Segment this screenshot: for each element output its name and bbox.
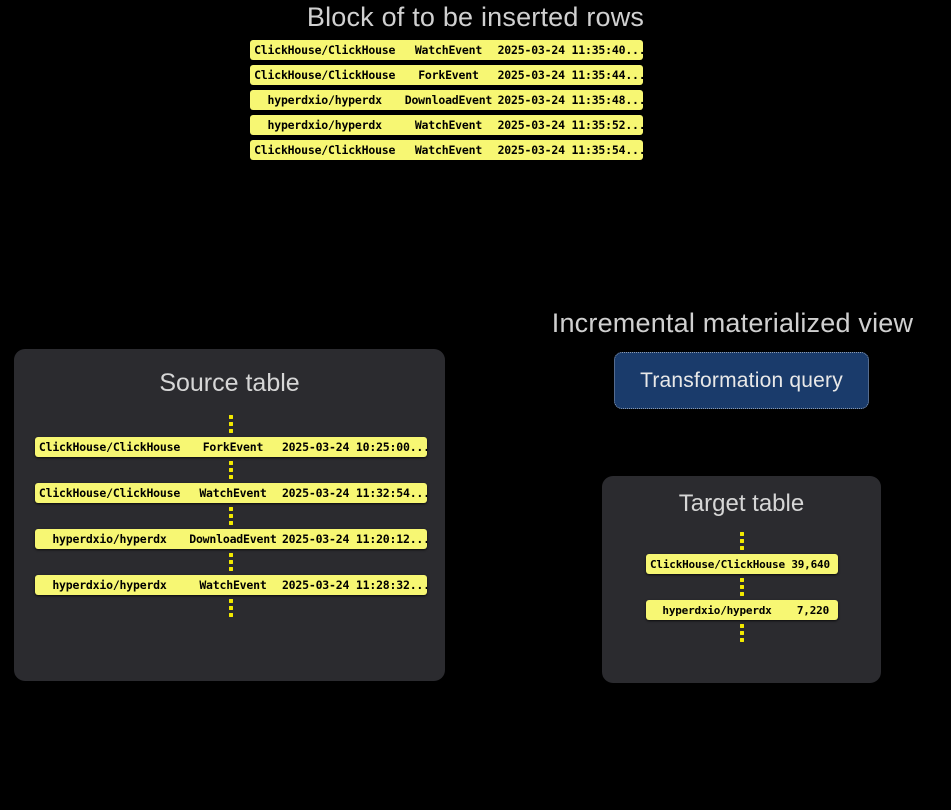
cell-timestamp: 2025-03-24 11:35:40	[497, 43, 626, 57]
materialized-view-title: Incremental materialized view	[551, 308, 914, 338]
cell-event: WatchEvent	[414, 143, 483, 157]
cell-event: WatchEvent	[199, 578, 267, 592]
cell-repo: hyperdxio/hyperdx	[52, 532, 167, 546]
cell-repo: hyperdxio/hyperdx	[267, 93, 383, 107]
cell-event: WatchEvent	[414, 43, 483, 57]
cell-count: 39,640	[791, 557, 830, 571]
separator-dot	[229, 560, 233, 564]
separator-dot	[229, 521, 233, 525]
separator-dot	[740, 532, 744, 536]
row-separator-dots	[229, 599, 233, 617]
table-row: ClickHouse/ClickHouse WatchEvent 2025-03-2…	[35, 483, 427, 503]
separator-dot	[229, 613, 233, 617]
table-row: hyperdxio/hyperdx DownloadEvent 2025-03-24…	[250, 90, 643, 110]
target-table-panel: Target table ClickHouse/ClickHouse 39,640…	[602, 476, 881, 683]
row-separator-dots	[740, 532, 744, 550]
cell-timestamp: 2025-03-24 11:28:32	[281, 578, 410, 592]
cell-event: WatchEvent	[414, 118, 483, 132]
table-row: hyperdxio/hyperdx WatchEvent 2025-03-24 11…	[35, 575, 427, 595]
cell-repo: hyperdxio/hyperdx	[662, 603, 772, 617]
separator-dot	[229, 429, 233, 433]
separator-dot	[740, 631, 744, 635]
table-row: hyperdxio/hyperdx DownloadEvent 2025-03-24…	[35, 529, 427, 549]
table-row: hyperdxio/hyperdx 7,220	[646, 600, 838, 620]
table-row: hyperdxio/hyperdx WatchEvent 2025-03-24 11…	[250, 115, 643, 135]
cell-more: ...	[409, 578, 427, 592]
cell-more: ...	[409, 440, 427, 454]
target-table-rows: ClickHouse/ClickHouse 39,640 hyperdxio/hyp…	[646, 528, 838, 646]
cell-timestamp: 2025-03-24 11:20:12	[281, 532, 410, 546]
cell-repo: ClickHouse/ClickHouse	[650, 557, 785, 571]
cell-timestamp: 2025-03-24 11:35:54	[497, 143, 626, 157]
target-table-title: Target table	[678, 490, 805, 517]
cell-repo: hyperdxio/hyperdx	[52, 578, 167, 592]
transformation-query-box[interactable]: Transformation query	[614, 352, 869, 409]
cell-more: ...	[409, 486, 427, 500]
cell-event: ForkEvent	[202, 440, 264, 454]
separator-dot	[229, 599, 233, 603]
cell-repo: ClickHouse/ClickHouse	[254, 143, 396, 157]
cell-timestamp: 2025-03-24 10:25:00	[281, 440, 410, 454]
separator-dot	[229, 514, 233, 518]
cell-timestamp: 2025-03-24 11:35:52	[497, 118, 626, 132]
cell-repo: ClickHouse/ClickHouse	[254, 68, 396, 82]
cell-more: ...	[625, 68, 643, 82]
insert-block-title: Block of to be inserted rows	[306, 2, 645, 32]
separator-dot	[229, 553, 233, 557]
cell-timestamp: 2025-03-24 11:32:54	[281, 486, 410, 500]
separator-dot	[740, 546, 744, 550]
row-separator-dots	[229, 415, 233, 433]
separator-dot	[229, 507, 233, 511]
row-separator-dots	[740, 578, 744, 596]
transformation-query-label: Transformation query	[640, 368, 843, 392]
row-separator-dots	[229, 553, 233, 571]
cell-event: DownloadEvent	[189, 532, 277, 546]
separator-dot	[229, 468, 233, 472]
row-separator-dots	[229, 507, 233, 525]
table-row: ClickHouse/ClickHouse WatchEvent 2025-03-2…	[250, 40, 643, 60]
row-separator-dots	[229, 461, 233, 479]
table-row: ClickHouse/ClickHouse ForkEvent 2025-03-24…	[250, 65, 643, 85]
cell-more: ...	[625, 118, 643, 132]
source-table-panel: Source table ClickHouse/ClickHouse ForkEv…	[14, 349, 445, 681]
cell-more: ...	[625, 43, 643, 57]
separator-dot	[229, 422, 233, 426]
separator-dot	[229, 475, 233, 479]
cell-more: ...	[625, 93, 643, 107]
separator-dot	[229, 567, 233, 571]
separator-dot	[229, 415, 233, 419]
cell-repo: ClickHouse/ClickHouse	[38, 486, 181, 500]
source-table-title: Source table	[159, 369, 300, 397]
row-separator-dots	[740, 624, 744, 642]
separator-dot	[740, 592, 744, 596]
separator-dot	[740, 638, 744, 642]
cell-repo: ClickHouse/ClickHouse	[38, 440, 181, 454]
separator-dot	[740, 585, 744, 589]
cell-timestamp: 2025-03-24 11:35:48	[497, 93, 626, 107]
source-table-rows: ClickHouse/ClickHouse ForkEvent 2025-03-24…	[35, 411, 427, 621]
separator-dot	[740, 578, 744, 582]
cell-repo: hyperdxio/hyperdx	[267, 118, 383, 132]
table-row: ClickHouse/ClickHouse WatchEvent 2025-03-2…	[250, 140, 643, 160]
separator-dot	[740, 539, 744, 543]
separator-dot	[740, 624, 744, 628]
cell-more: ...	[409, 532, 427, 546]
table-row: ClickHouse/ClickHouse ForkEvent 2025-03-24…	[35, 437, 427, 457]
cell-event: ForkEvent	[418, 68, 479, 82]
cell-timestamp: 2025-03-24 11:35:44	[497, 68, 626, 82]
cell-repo: ClickHouse/ClickHouse	[254, 43, 396, 57]
cell-event: DownloadEvent	[404, 93, 493, 107]
separator-dot	[229, 461, 233, 465]
cell-more: ...	[625, 143, 643, 157]
separator-dot	[229, 606, 233, 610]
table-row: ClickHouse/ClickHouse 39,640	[646, 554, 838, 574]
cell-event: WatchEvent	[199, 486, 267, 500]
cell-count: 7,220	[796, 603, 829, 617]
